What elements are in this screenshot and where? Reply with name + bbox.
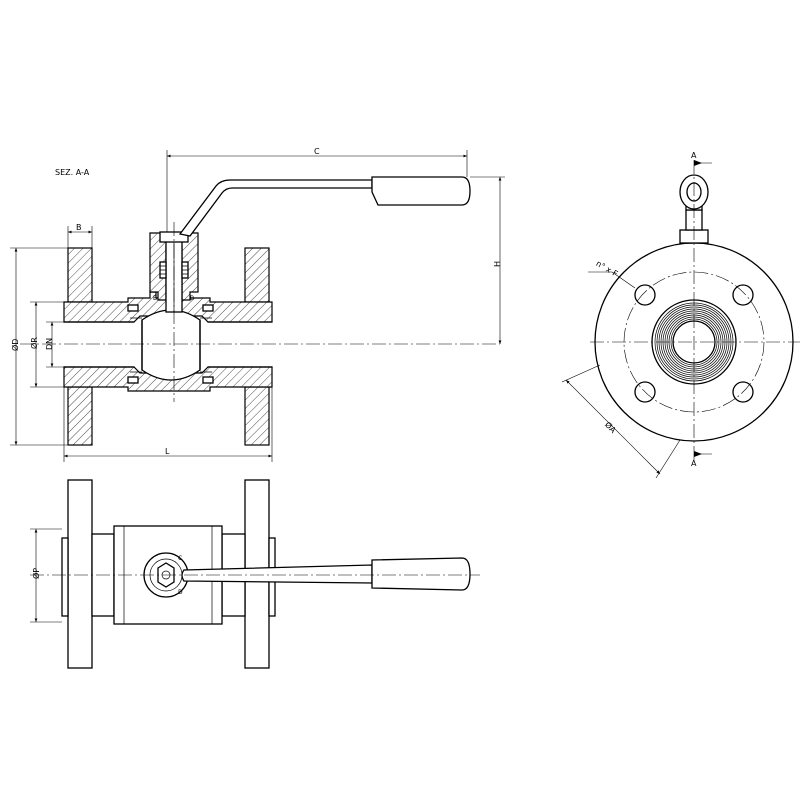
dim-C: C: [314, 147, 320, 156]
section-mark-bottom: A: [691, 459, 697, 468]
dim-P: ØP: [31, 568, 41, 579]
left-flange-top: [67, 247, 93, 303]
top-mark-d: D: [178, 589, 183, 596]
handle-lever: [178, 179, 373, 237]
dim-L: L: [165, 447, 170, 456]
dim-A: ØA: [603, 420, 619, 436]
front-section-view: B B: [20, 176, 500, 446]
bolt-hole-tr: [732, 284, 754, 306]
right-flange-bottom: [244, 386, 270, 446]
ball: [141, 309, 201, 381]
side-view: A A n° x F ØA: [561, 151, 800, 479]
stem-mark-right: B: [190, 295, 194, 302]
stem-mark-left: B: [153, 295, 157, 302]
top-mark-c: C: [178, 555, 182, 562]
dim-D: ØD: [10, 339, 20, 351]
left-flange-bottom: [67, 386, 93, 446]
top-handle-lever: [181, 564, 373, 584]
top-left-flange: [67, 479, 93, 669]
top-handle-grip: [371, 557, 471, 591]
section-mark-top: A: [691, 151, 697, 160]
dim-DN: DN: [45, 338, 54, 350]
front-dimensions: C H B ØD ØR DN L: [10, 147, 505, 462]
dim-H: H: [493, 261, 502, 267]
right-flange-top: [244, 247, 270, 303]
bolt-circle: [623, 271, 765, 413]
top-view: C D ØP: [30, 479, 480, 669]
dim-n-x-F: n° x F: [594, 259, 619, 279]
dim-R: ØR: [29, 337, 39, 349]
bolt-hole-br: [732, 381, 754, 403]
bolt-hole-tl: [634, 284, 656, 306]
dim-B: B: [76, 223, 82, 232]
handle-grip: [371, 176, 471, 206]
section-label: SEZ. A-A: [55, 168, 90, 177]
